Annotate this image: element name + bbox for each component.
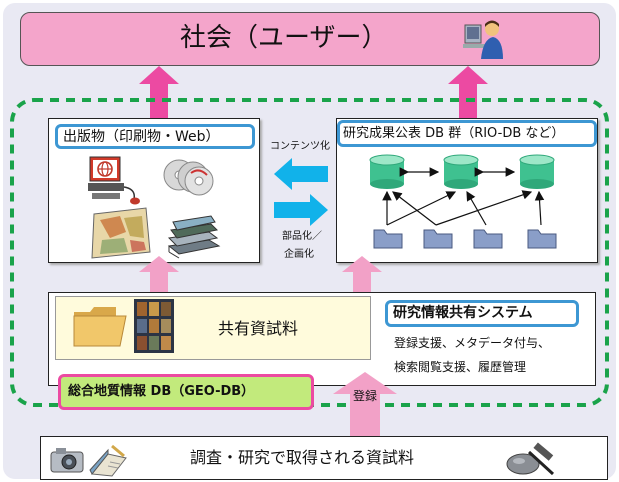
register-arrow-up bbox=[333, 372, 397, 438]
geo-db-label-box bbox=[58, 374, 314, 410]
shared-materials-label: 共有資試料 bbox=[218, 319, 299, 338]
sharing-system-desc-line1: 登録支援、メタデータ付与、 bbox=[394, 336, 551, 350]
arrow-up-to-publications bbox=[139, 256, 179, 292]
arrow-up-publications bbox=[139, 66, 179, 118]
to-left-label-line2: 企画化 bbox=[284, 249, 314, 260]
sharing-system-desc-line2: 検索閲覧支援、履歴管理 bbox=[394, 360, 527, 374]
geo-db-label: 総合地質情報 DB（GEO-DB） bbox=[68, 384, 255, 399]
camera-icon bbox=[50, 448, 84, 473]
rock-hammer-icon bbox=[506, 442, 555, 476]
database-icon bbox=[443, 154, 479, 189]
arrow-up-research-db bbox=[448, 66, 488, 118]
printed-map-icon bbox=[91, 207, 151, 259]
folder-icon bbox=[373, 229, 403, 249]
arrow-right-blue bbox=[274, 194, 328, 226]
field-notebook-icon bbox=[89, 444, 127, 477]
archive-shelves-icon bbox=[134, 299, 174, 353]
folder-icon bbox=[423, 229, 453, 249]
society-label: 社会（ユーザー） bbox=[180, 23, 388, 53]
society-box bbox=[20, 12, 600, 66]
sharing-system-title-box bbox=[385, 300, 579, 327]
folder-icon bbox=[73, 307, 127, 347]
books-icon bbox=[167, 215, 221, 259]
cd-discs-icon bbox=[163, 159, 214, 196]
database-icon bbox=[519, 154, 555, 189]
survey-label: 調査・研究で取得される資試料 bbox=[190, 448, 415, 467]
research-db-title: 研究成果公表 DB 群（RIO-DB など） bbox=[343, 126, 565, 141]
arrow-left-blue bbox=[274, 158, 328, 190]
database-network bbox=[369, 154, 557, 249]
folder-icon bbox=[527, 229, 557, 249]
publications-title-box bbox=[55, 124, 255, 149]
to-right-label: コンテンツ化 bbox=[270, 141, 330, 152]
to-left-label-line1: 部品化／ bbox=[282, 231, 322, 242]
arrow-up-to-research-db bbox=[342, 256, 382, 292]
sharing-system-title: 研究情報共有システム bbox=[393, 305, 533, 321]
research-db-title-box bbox=[337, 120, 597, 147]
computer-globe-icon bbox=[88, 156, 140, 205]
user-at-computer-icon bbox=[463, 20, 503, 59]
database-icon bbox=[369, 154, 405, 189]
register-label: 登録 bbox=[353, 389, 378, 403]
publications-title: 出版物（印刷物・Web） bbox=[63, 129, 220, 145]
folder-icon bbox=[473, 229, 503, 249]
